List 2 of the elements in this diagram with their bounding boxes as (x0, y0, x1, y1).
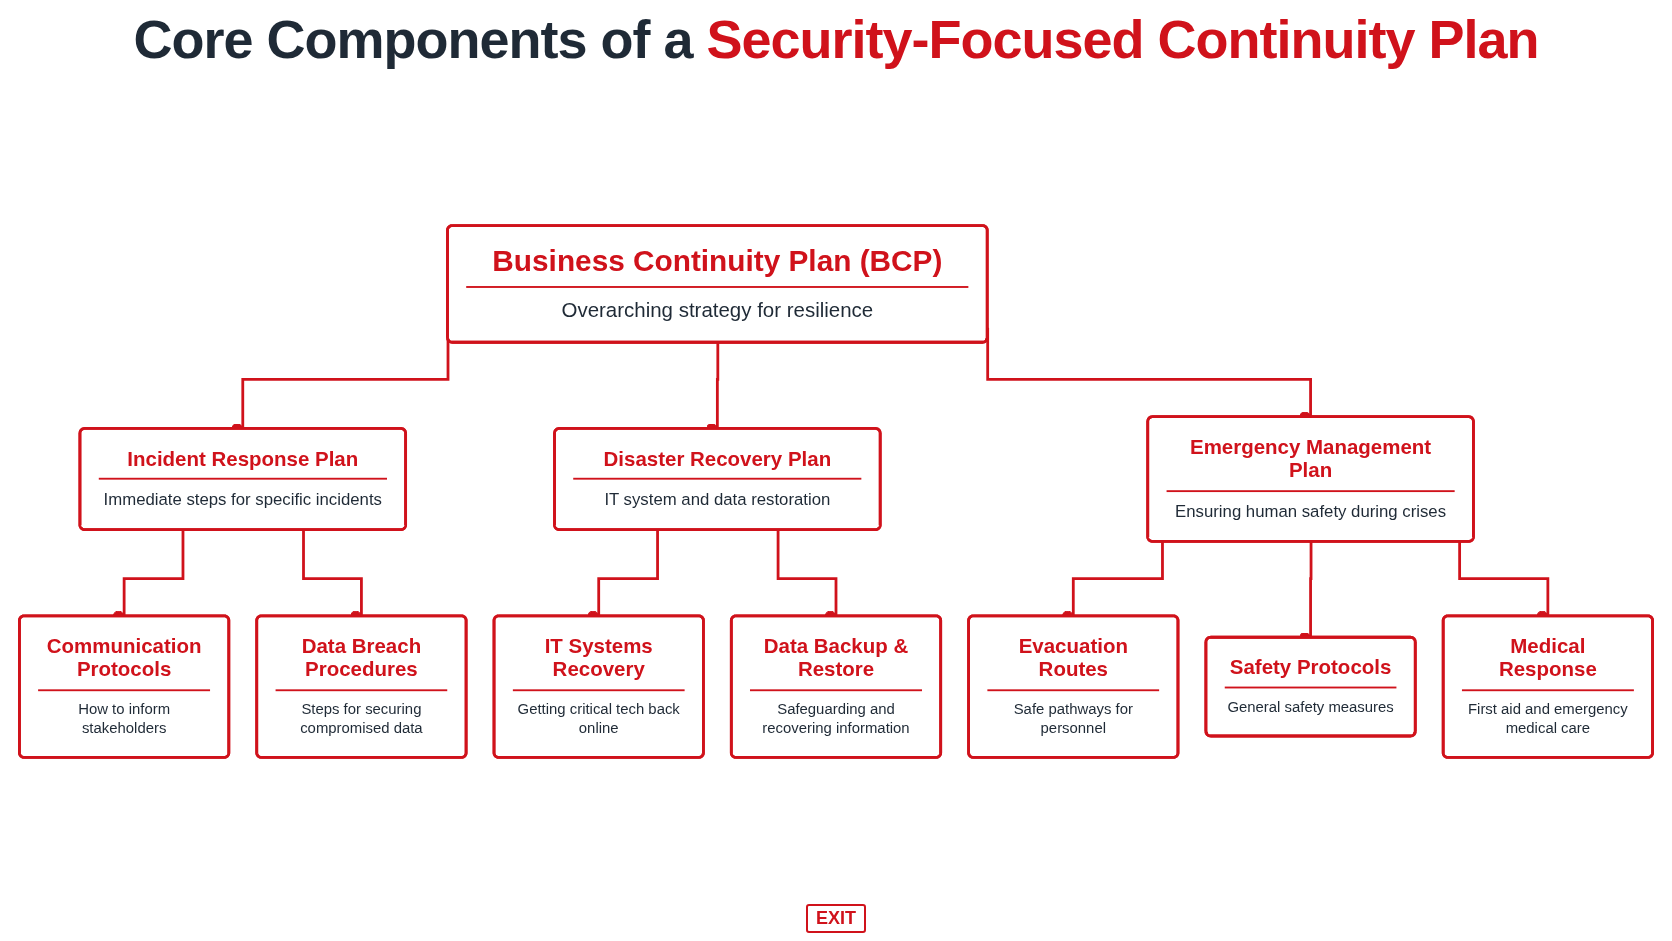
sign-text: EXIT (806, 904, 866, 933)
title: Core Components of a Security-Focused Continuity Plan (133, 8, 1539, 70)
